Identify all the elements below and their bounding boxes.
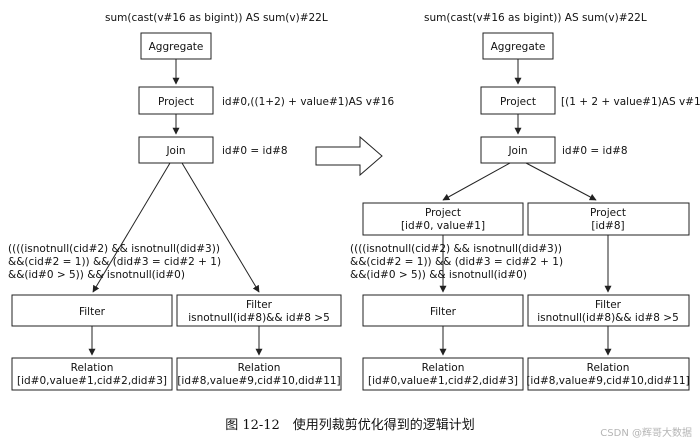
right-edge-join-project-left bbox=[442, 162, 511, 201]
right-project-right-node: Project [id#8] bbox=[527, 202, 690, 236]
left-project-label: Project bbox=[158, 96, 194, 108]
left-filter-node-left: Filter bbox=[11, 294, 173, 327]
right-project-label: Project bbox=[500, 96, 536, 108]
left-filter-cond-line-1: ((((isnotnull(cid#2) && isnotnull(did#3)… bbox=[8, 243, 220, 255]
left-edge-join-filter-right bbox=[181, 162, 260, 293]
right-aggregate-label: Aggregate bbox=[491, 41, 546, 53]
right-project-left-line-2: [id#0, value#1] bbox=[401, 220, 485, 232]
right-relation-node-left: Relation [id#0,value#1,cid#2,did#3] bbox=[362, 357, 524, 391]
transform-arrow-icon bbox=[315, 135, 383, 177]
right-filter-cond-line-1: ((((isnotnull(cid#2) && isnotnull(did#3)… bbox=[350, 243, 562, 255]
right-header-expr: sum(cast(v#16 as bigint)) AS sum(v)#22L bbox=[424, 12, 647, 24]
right-filter-left-label: Filter bbox=[430, 306, 457, 318]
right-edge-join-project-right bbox=[525, 162, 597, 201]
right-relation-left-line-1: Relation bbox=[422, 362, 465, 374]
left-filter-cond-line-3: &&(id#0 > 5)) && isnotnull(id#0) bbox=[8, 269, 185, 281]
right-filter-cond-line-3: &&(id#0 > 5)) && isnotnull(id#0) bbox=[350, 269, 527, 281]
left-filter-node-right: Filter isnotnull(id#8)&& id#8 >5 bbox=[176, 294, 342, 327]
right-project-right-line-2: [id#8] bbox=[591, 220, 624, 232]
right-filter-node-right: Filter isnotnull(id#8)&& id#8 >5 bbox=[527, 294, 690, 327]
left-plan: sum(cast(v#16 as bigint)) AS sum(v)#22L … bbox=[8, 12, 394, 391]
left-filter-right-line-2: isnotnull(id#8)&& id#8 >5 bbox=[188, 312, 330, 324]
right-filter-right-line-2: isnotnull(id#8)&& id#8 >5 bbox=[537, 312, 679, 324]
left-join-node: Join bbox=[138, 136, 214, 164]
left-relation-right-line-1: Relation bbox=[238, 362, 281, 374]
right-relation-node-right: Relation [id#8,value#9,cid#10,did#11] bbox=[526, 357, 690, 391]
right-project-right-line-1: Project bbox=[590, 207, 626, 219]
left-header-expr: sum(cast(v#16 as bigint)) AS sum(v)#22L bbox=[105, 12, 328, 24]
right-filter-node-left: Filter bbox=[362, 294, 524, 327]
right-filter-right-line-1: Filter bbox=[595, 299, 622, 311]
left-aggregate-node: Aggregate bbox=[140, 32, 212, 60]
left-filter-left-label: Filter bbox=[79, 306, 106, 318]
left-relation-left-line-2: [id#0,value#1,cid#2,did#3] bbox=[17, 375, 167, 387]
right-join-cond: id#0 = id#8 bbox=[562, 145, 628, 157]
left-relation-right-line-2: [id#8,value#9,cid#10,did#11] bbox=[177, 375, 340, 387]
right-project-left-node: Project [id#0, value#1] bbox=[362, 202, 524, 236]
right-join-node: Join bbox=[480, 136, 556, 164]
right-project-node: Project bbox=[480, 86, 556, 115]
left-join-label: Join bbox=[165, 145, 185, 157]
left-join-cond: id#0 = id#8 bbox=[222, 145, 288, 157]
left-filter-right-line-1: Filter bbox=[246, 299, 273, 311]
right-project-expr: [(1 + 2 + value#1)AS v#16] bbox=[561, 96, 700, 108]
right-relation-left-line-2: [id#0,value#1,cid#2,did#3] bbox=[368, 375, 518, 387]
left-relation-left-line-1: Relation bbox=[71, 362, 114, 374]
right-relation-right-line-2: [id#8,value#9,cid#10,did#11] bbox=[526, 375, 689, 387]
left-project-expr: id#0,((1+2) + value#1)AS v#16 bbox=[222, 96, 394, 108]
left-aggregate-label: Aggregate bbox=[149, 41, 204, 53]
right-filter-cond-line-2: &&(cid#2 = 1)) && (did#3 = cid#2 + 1) bbox=[350, 256, 563, 268]
left-project-node: Project bbox=[138, 86, 214, 115]
watermark: CSDN @辉哥大数据 bbox=[600, 426, 692, 439]
figure-caption: 图 12-12 使用列裁剪优化得到的逻辑计划 bbox=[225, 417, 475, 433]
right-plan: sum(cast(v#16 as bigint)) AS sum(v)#22L … bbox=[350, 12, 700, 391]
left-relation-node-right: Relation [id#8,value#9,cid#10,did#11] bbox=[176, 357, 342, 391]
right-join-label: Join bbox=[507, 145, 527, 157]
left-filter-cond-line-2: &&(cid#2 = 1)) && (did#3 = cid#2 + 1) bbox=[8, 256, 221, 268]
left-relation-node-left: Relation [id#0,value#1,cid#2,did#3] bbox=[11, 357, 173, 391]
right-aggregate-node: Aggregate bbox=[482, 32, 554, 60]
left-edge-join-filter-left bbox=[92, 162, 171, 293]
right-project-left-line-1: Project bbox=[425, 207, 461, 219]
right-relation-right-line-1: Relation bbox=[587, 362, 630, 374]
